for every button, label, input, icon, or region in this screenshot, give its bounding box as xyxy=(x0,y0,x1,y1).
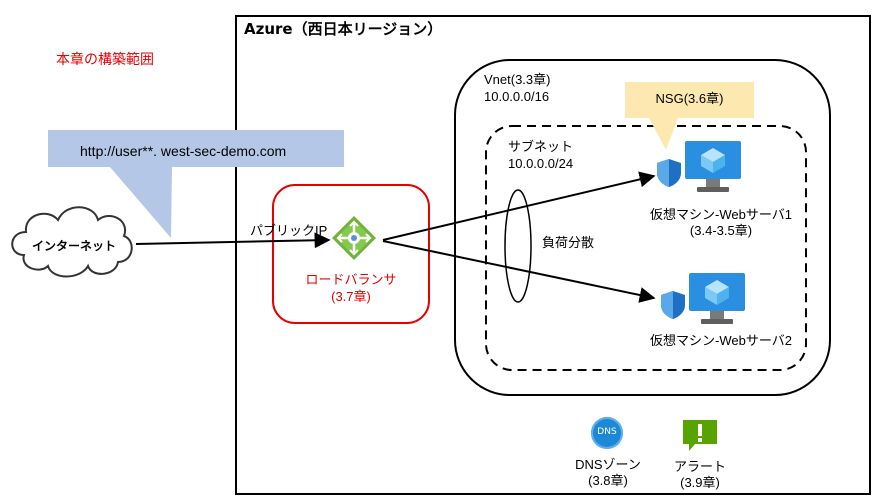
dns-zone-chapter: (3.8章) xyxy=(588,473,628,488)
nsg-label: NSG(3.6章) xyxy=(655,91,724,106)
alert-chapter: (3.9章) xyxy=(680,475,720,490)
scope-label: 本章の構築範囲 xyxy=(56,51,154,67)
nsg-shield-icon-vm2 xyxy=(661,291,685,319)
vnet-label: Vnet(3.3章) xyxy=(484,72,551,87)
load-balancing-label: 負荷分散 xyxy=(542,235,595,250)
load-balancer-icon xyxy=(332,216,376,260)
vm1-chapter: (3.4-3.5章) xyxy=(689,223,753,238)
subnet-cidr: 10.0.0.0/24 xyxy=(508,156,574,171)
subnet-box xyxy=(485,125,807,371)
dns-icon-text: DNS xyxy=(597,427,617,437)
load-balancer-name: ロードバランサ xyxy=(305,272,397,287)
dns-zone-name: DNSゾーン xyxy=(575,457,641,472)
vm1-name: 仮想マシン-Webサーバ1 xyxy=(650,207,792,222)
alert-icon xyxy=(683,420,717,451)
dns-zone-icon: DNS xyxy=(591,417,623,449)
load-balancer-chapter: (3.7章) xyxy=(331,289,371,304)
alert-name: アラート xyxy=(673,459,726,474)
load-balancing-ellipse xyxy=(504,189,532,303)
url-callout xyxy=(48,130,344,238)
internet-cloud xyxy=(11,206,133,278)
nsg-shield-icon-vm1 xyxy=(657,159,681,187)
lb-to-vm2-arrow xyxy=(382,240,656,303)
callout-url-text: http://user**. west-sec-demo.com xyxy=(80,143,287,159)
vm2-name: 仮想マシン-Webサーバ2 xyxy=(650,333,792,348)
public-ip-label: パブリックIP xyxy=(250,223,328,238)
vm2-monitor-icon xyxy=(689,273,745,324)
scope-box xyxy=(272,184,430,324)
azure-region-title: Azure（西日本リージョン） xyxy=(244,20,443,38)
vnet-cidr: 10.0.0.0/16 xyxy=(484,89,550,104)
vm1-monitor-icon xyxy=(685,141,741,192)
lb-to-vm1-arrow xyxy=(382,171,656,241)
internet-to-lb-arrow xyxy=(135,232,331,249)
azure-region-box xyxy=(235,15,871,495)
vnet-box xyxy=(454,59,831,396)
internet-label: インターネット xyxy=(31,239,116,253)
subnet-label: サブネット xyxy=(508,139,574,154)
nsg-callout xyxy=(625,82,754,150)
